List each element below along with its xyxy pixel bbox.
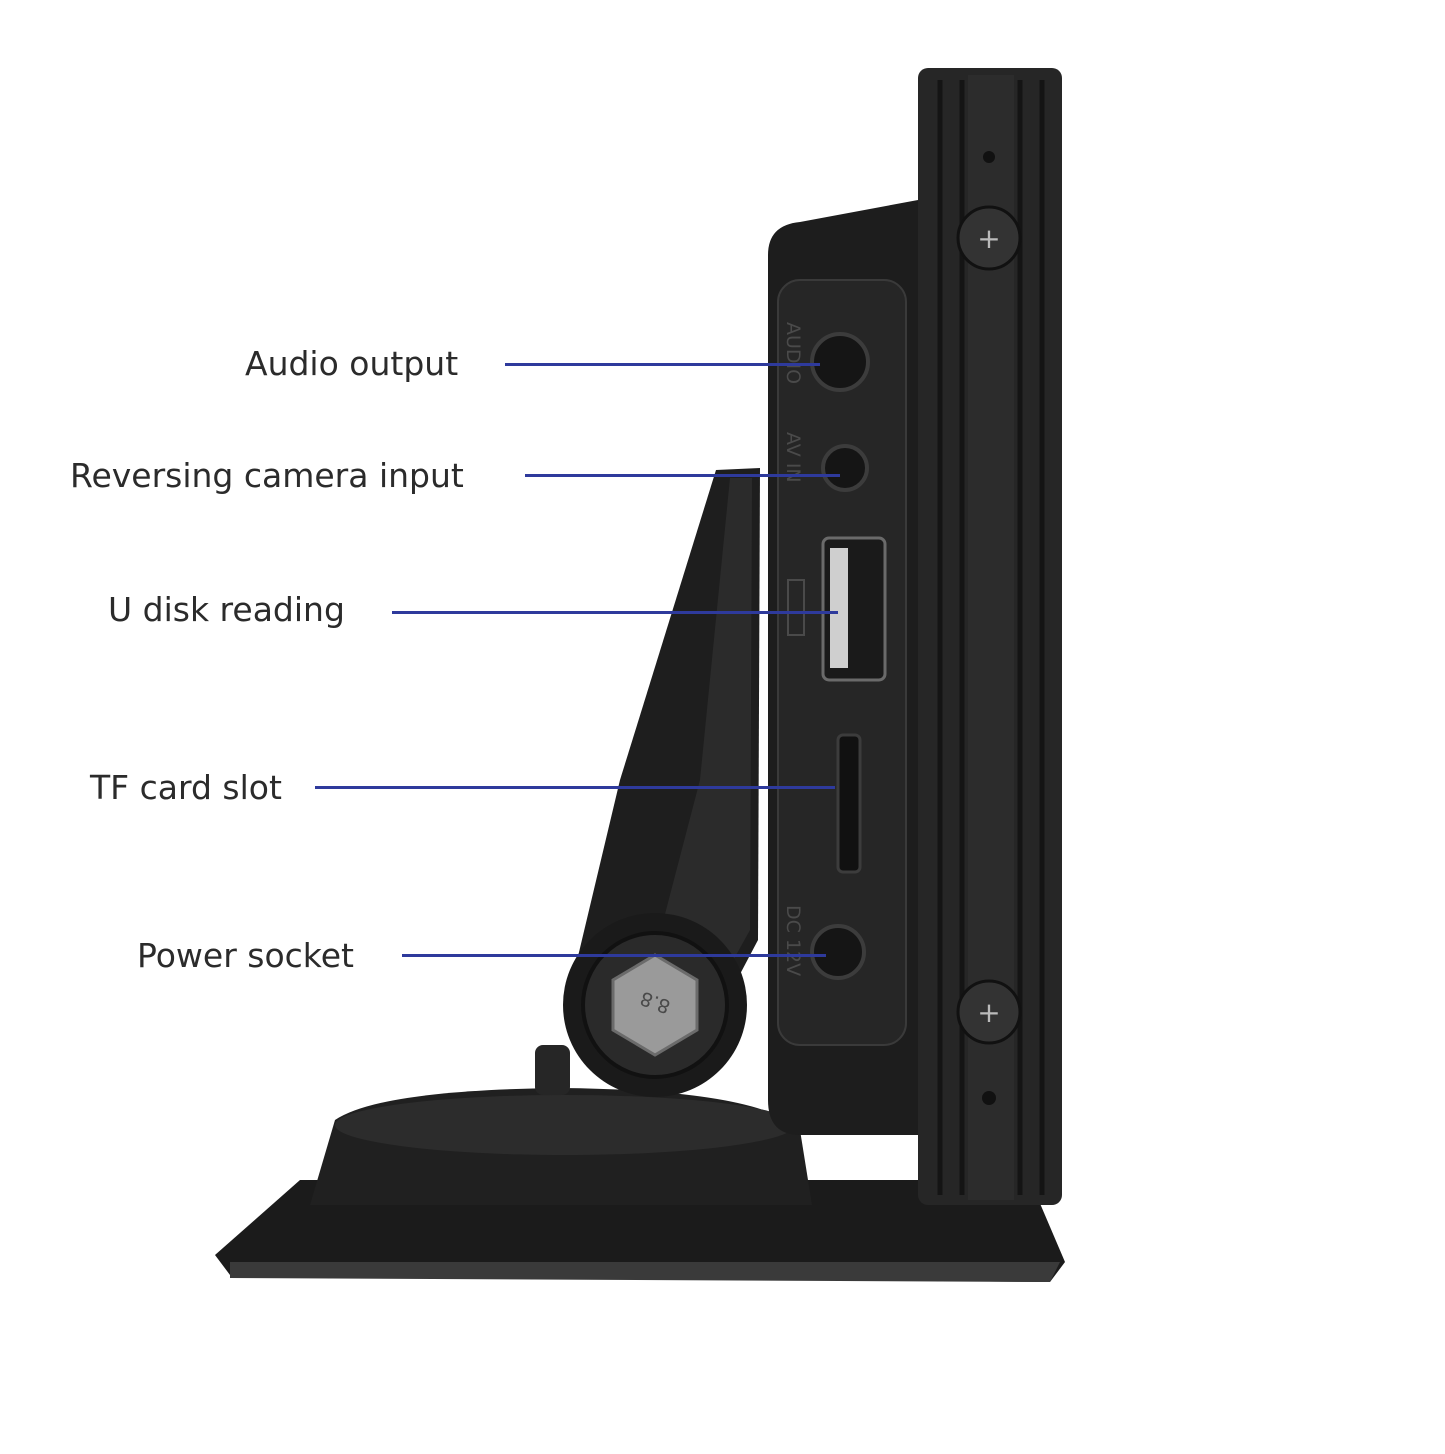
audio-jack bbox=[810, 332, 870, 392]
callout-power-socket: Power socket bbox=[137, 936, 354, 975]
dc-jack bbox=[810, 924, 866, 980]
audio-marking: AUDIO bbox=[782, 322, 804, 384]
bolt-icon bbox=[611, 953, 699, 1057]
screw-icon: + bbox=[956, 205, 1022, 271]
callout-u-disk-reading: U disk reading bbox=[108, 590, 345, 629]
leader-line-u-disk-reading bbox=[392, 611, 838, 614]
leader-line-reversing-camera-input bbox=[525, 474, 840, 477]
av-in-jack bbox=[821, 444, 869, 492]
svg-text:+: + bbox=[977, 996, 1000, 1029]
leader-line-audio-output bbox=[505, 363, 820, 366]
callout-audio-output: Audio output bbox=[245, 344, 459, 383]
leader-line-power-socket bbox=[402, 954, 826, 957]
svg-text:+: + bbox=[977, 222, 1000, 255]
av-in-marking: AV IN bbox=[782, 432, 804, 483]
callout-reversing-camera-input: Reversing camera input bbox=[70, 456, 464, 495]
tf-card-slot-opening bbox=[836, 733, 862, 874]
dc-marking: DC 12V bbox=[782, 905, 804, 976]
callout-tf-card-slot: TF card slot bbox=[90, 768, 282, 807]
leader-line-tf-card-slot bbox=[315, 786, 835, 789]
screw-icon: + bbox=[956, 979, 1022, 1045]
base-foot bbox=[215, 1180, 1065, 1282]
